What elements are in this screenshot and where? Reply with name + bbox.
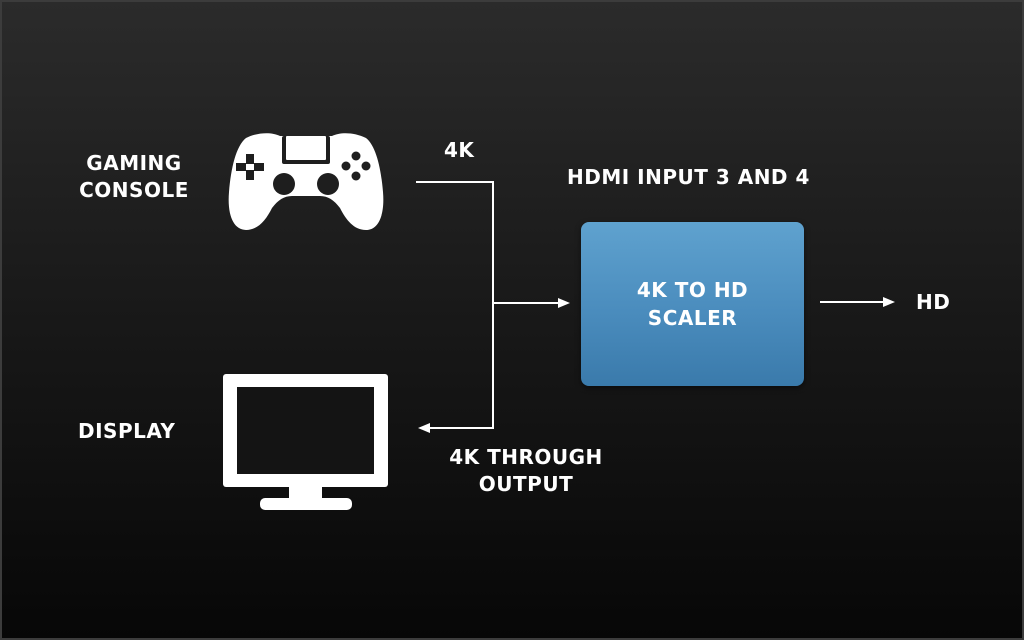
scaler-label: 4K TO HD SCALER [637,276,748,332]
gaming-console-label-line1: GAMING [86,151,182,175]
hdmi-input-label: HDMI INPUT 3 AND 4 [567,165,810,189]
through-output-label: 4K THROUGH OUTPUT [438,444,614,498]
input-4k-label: 4K [444,138,475,162]
through-output-label-line1: 4K THROUGH [449,445,603,469]
scaler-label-line2: SCALER [647,306,738,330]
gaming-console-label: GAMING CONSOLE [72,150,196,204]
arrowhead-to-display [418,423,430,433]
hd-output-label: HD [916,290,951,314]
scaler-box: 4K TO HD SCALER [581,222,804,386]
arrowhead-to-scaler [558,298,570,308]
through-output-label-line2: OUTPUT [478,472,574,496]
arrowhead-to-hd [883,297,895,307]
console-to-junction-line [416,181,494,429]
monitor-icon [223,374,388,510]
gaming-console-label-line2: CONSOLE [79,178,189,202]
scaler-label-line1: 4K TO HD [636,278,749,302]
display-label: DISPLAY [78,419,176,443]
gamepad-icon [228,133,384,230]
